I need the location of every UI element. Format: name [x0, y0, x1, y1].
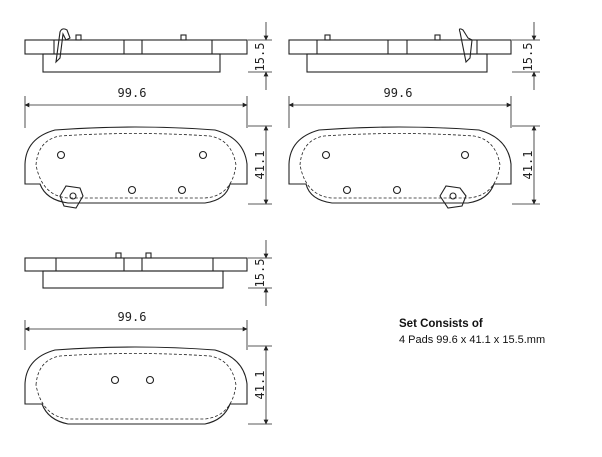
pad-3-front-view: [24, 345, 272, 425]
set-contents-note: Set Consists of 4 Pads 99.6 x 41.1 x 15.…: [399, 318, 545, 346]
pad-3-side-view: [24, 240, 272, 306]
wear-indicator-clip: [458, 28, 473, 64]
pad-1-front-view: [24, 125, 272, 209]
set-contents-title: Set Consists of: [399, 318, 483, 330]
pad-1-height-label: 41.1: [253, 151, 267, 180]
pad-2-thickness-label: 15.5: [521, 43, 535, 72]
wear-indicator-tab: [439, 185, 467, 209]
pad-3-thickness-label: 15.5: [253, 259, 267, 288]
pad-1-length-dimension: [24, 96, 248, 128]
wear-indicator-tab: [59, 185, 84, 209]
pad-1-thickness-label: 15.5: [253, 43, 267, 72]
pad-2-front-view: [288, 125, 540, 209]
pad-1-length-label: 99.6: [118, 86, 147, 100]
pad-2-height-label: 41.1: [521, 151, 535, 180]
pad-3-length-dimension: [24, 320, 248, 350]
pad-2-length-dimension: [288, 96, 512, 128]
pad-1-side-view: [24, 22, 272, 90]
set-contents-text: 4 Pads 99.6 x 41.1 x 15.5.mm: [399, 334, 546, 346]
pad-2-length-label: 99.6: [384, 86, 413, 100]
wear-indicator-clip: [55, 28, 71, 64]
pad-2-side-view: [288, 22, 540, 90]
pad-3-length-label: 99.6: [118, 310, 147, 324]
pad-3-height-label: 41.1: [253, 371, 267, 400]
